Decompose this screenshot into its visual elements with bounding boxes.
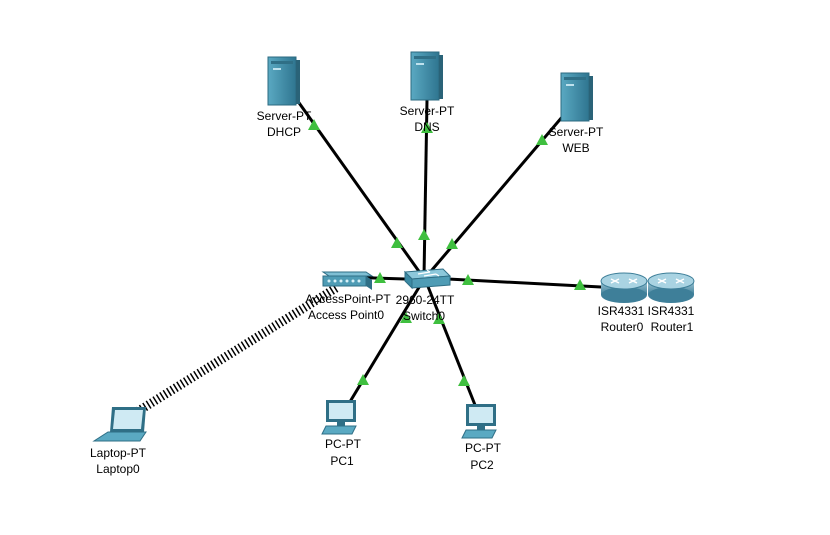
device-model-label: PC-PT	[465, 441, 502, 455]
link-status-up-triangle	[357, 374, 369, 385]
server-icon	[410, 51, 443, 101]
link-status-up-triangle	[446, 238, 458, 249]
link-status-up-triangle	[421, 122, 433, 133]
device-name-label: PC1	[330, 454, 354, 468]
link-status-up-triangle	[400, 312, 412, 323]
device-name-label: Router1	[651, 320, 694, 334]
link-status-up-triangle	[458, 375, 470, 386]
link-status-indicators	[308, 119, 586, 386]
device-pc1[interactable]: PC-PT PC1	[321, 400, 362, 468]
link-status-up-triangle	[308, 119, 320, 130]
device-model-label: PC-PT	[325, 437, 362, 451]
device-name-label: WEB	[562, 141, 589, 155]
device-router1[interactable]: ISR4331 Router1	[647, 272, 695, 334]
laptop-icon	[92, 407, 147, 442]
device-model-label: AccessPoint-PT	[305, 292, 391, 306]
device-name-label: DNS	[414, 120, 439, 134]
device-name-label: Switch0	[403, 309, 445, 323]
link-status-up-triangle	[462, 274, 474, 285]
device-pc2[interactable]: PC-PT PC2	[461, 404, 502, 472]
link-ap-laptop-wireless[interactable]	[129, 284, 339, 419]
link-switch-pc1[interactable]	[343, 283, 423, 411]
links	[129, 99, 621, 419]
device-server-web[interactable]: Server-PT WEB	[549, 72, 604, 155]
link-status-up-triangle	[536, 134, 548, 145]
device-switch[interactable]: 2960-24TT Switch0	[396, 268, 455, 323]
link-status-up-triangle	[574, 279, 586, 290]
device-model-label: Laptop-PT	[90, 446, 147, 460]
link-status-up-triangle	[418, 229, 430, 240]
device-model-label: Server-PT	[549, 125, 604, 139]
device-access-point[interactable]: AccessPoint-PT Access Point0	[305, 271, 391, 322]
device-server-dns[interactable]: Server-PT DNS	[400, 51, 455, 134]
device-laptop[interactable]: Laptop-PT Laptop0	[90, 407, 147, 476]
device-name-label: Access Point0	[308, 308, 384, 322]
device-name-label: Router0	[601, 320, 644, 334]
device-model-label: Server-PT	[400, 104, 455, 118]
device-model-label: ISR4331	[648, 304, 695, 318]
router-icon	[600, 272, 648, 303]
device-model-label: 2960-24TT	[396, 293, 455, 307]
switch-icon	[403, 268, 452, 290]
link-switch-pc2[interactable]	[425, 283, 479, 411]
device-router0[interactable]: ISR4331 Router0	[598, 272, 648, 334]
server-icon	[267, 56, 300, 106]
device-model-label: Server-PT	[257, 109, 312, 123]
device-name-label: Laptop0	[96, 462, 140, 476]
server-icon	[560, 72, 593, 122]
device-model-label: ISR4331	[598, 304, 645, 318]
device-name-label: PC2	[470, 458, 494, 472]
link-status-up-triangle	[374, 272, 386, 283]
pc-icon	[461, 404, 497, 439]
access-point-icon	[321, 271, 374, 290]
link-status-up-triangle	[433, 313, 445, 324]
device-name-label: DHCP	[267, 125, 301, 139]
link-switch-router0[interactable]	[447, 277, 621, 290]
router-icon	[647, 272, 695, 303]
pc-icon	[321, 400, 357, 435]
link-status-up-triangle	[391, 237, 403, 248]
device-server-dhcp[interactable]: Server-PT DHCP	[257, 56, 312, 139]
